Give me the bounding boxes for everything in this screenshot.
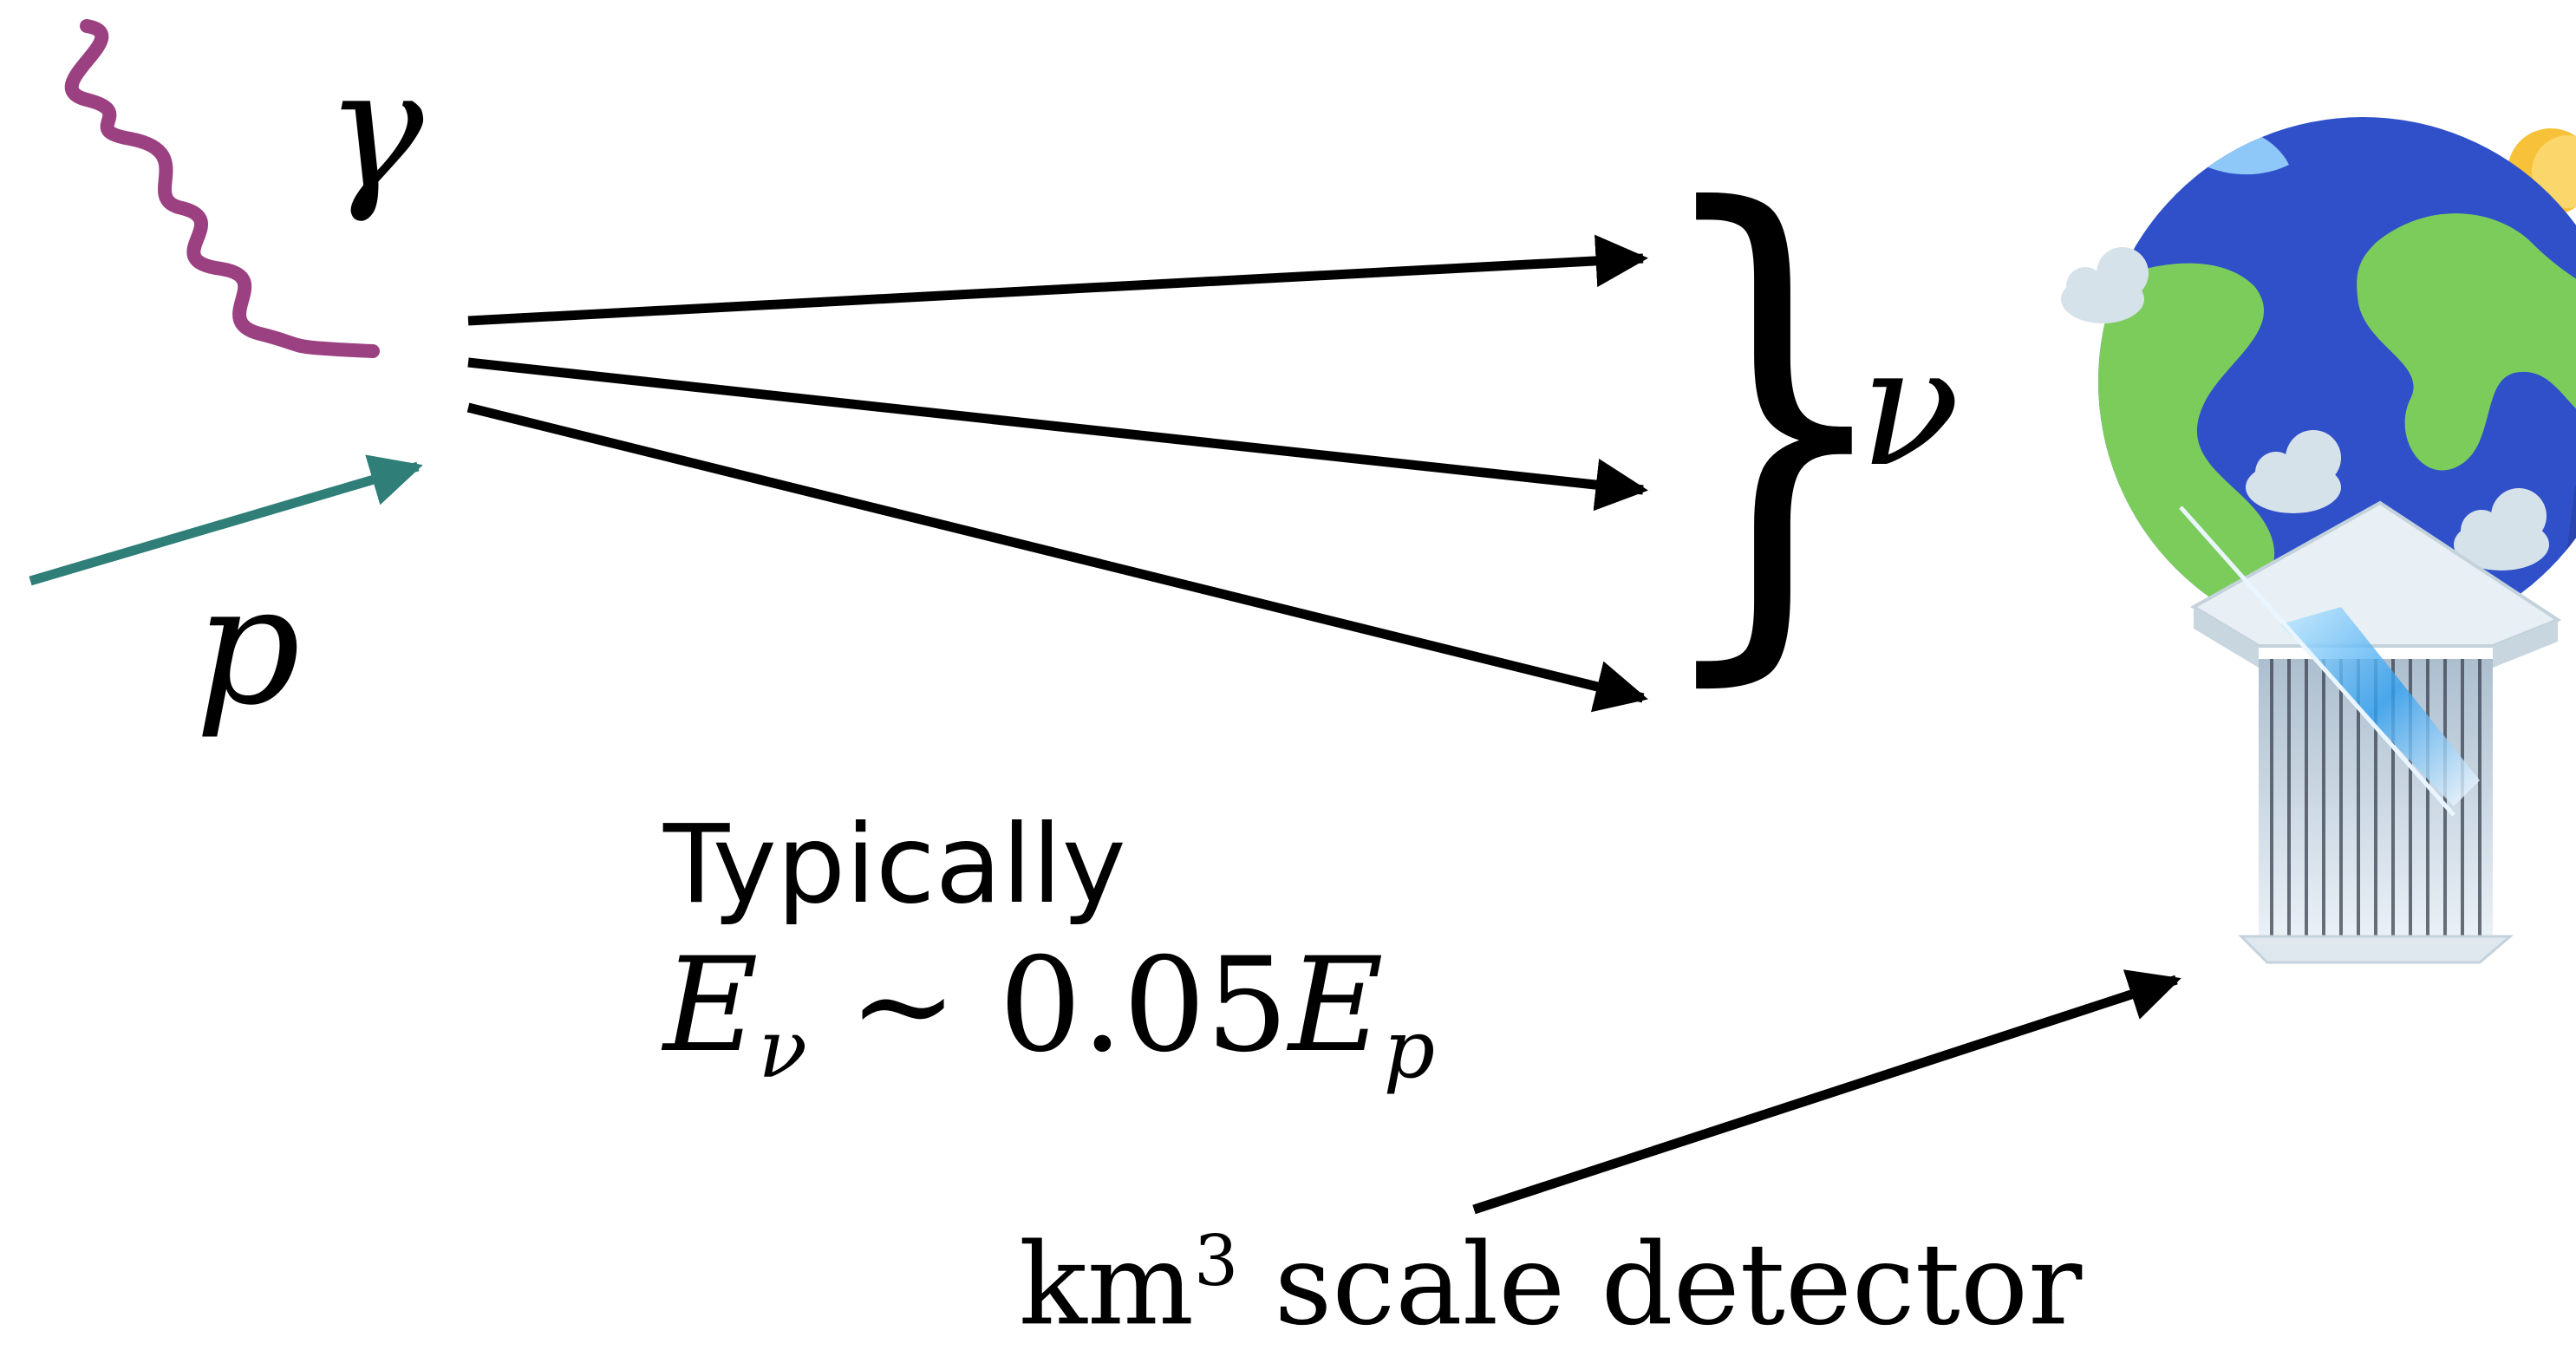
energy-rhs-subscript: p [1383, 1002, 1436, 1096]
typically-label: Typically [663, 802, 1126, 928]
neutrino-brace: } [1646, 103, 1902, 728]
neutrino-arrow-bottom [466, 402, 1648, 713]
detector-exponent: 3 [1194, 1221, 1239, 1302]
neutrino-arrow-middle [467, 357, 1649, 512]
neutrino-arrow-top [467, 234, 1649, 326]
cloud-icon [2454, 488, 2549, 571]
photon-wavy-line [64, 19, 380, 358]
neutrino-symbol: ν [1860, 311, 1960, 503]
detector-pointer-arrow [1472, 969, 2181, 1215]
energy-relation: Eν ∼ 0.05Ep [663, 941, 1435, 1090]
energy-lhs: E [663, 930, 759, 1081]
neutrino-detector-icon [2179, 500, 2562, 964]
detector-unit: km [1019, 1218, 1195, 1350]
detector-label: km3 scale detector [1019, 1227, 2082, 1341]
energy-rhs: E [1288, 930, 1384, 1081]
energy-relation-operator: ∼ 0.05 [848, 930, 1289, 1081]
cloud-icon [2246, 430, 2341, 513]
energy-lhs-subscript: ν [758, 1002, 808, 1096]
cloud-icon [2061, 247, 2149, 323]
proton-arrow [29, 454, 423, 586]
detector-caption: scale detector [1274, 1218, 2083, 1350]
proton-symbol: p [195, 550, 301, 741]
photon-symbol: γ [325, 34, 424, 225]
earth-globe-icon [2098, 117, 2576, 646]
